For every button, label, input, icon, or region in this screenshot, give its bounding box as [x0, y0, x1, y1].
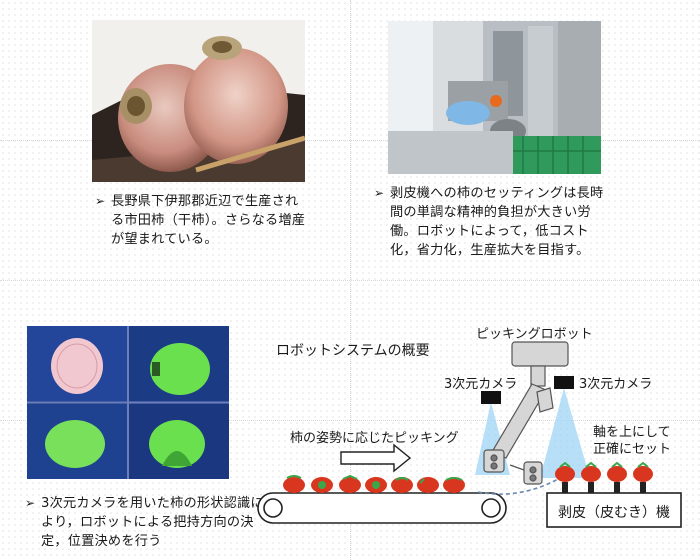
- set-label-line1: 軸を上にして: [593, 425, 671, 440]
- arrow-bullet-icon: ➢: [374, 186, 385, 200]
- transfer-path: [477, 477, 561, 495]
- diagram-title: ロボットシステムの概要: [276, 343, 430, 359]
- set-label-line2: 正確にセット: [593, 442, 672, 457]
- 3d-camera-right-icon: [554, 376, 574, 389]
- arrow-bullet-icon: ➢: [25, 496, 36, 510]
- picking-robot-label: ピッキングロボット: [476, 327, 593, 342]
- picking-label: 柿の姿勢に応じたピッキング: [290, 431, 459, 446]
- caption-bottom-left: ➢ 3次元カメラを用いた柿の形状認識により，ロボットによる把持方向の決定，位置決…: [25, 496, 264, 549]
- peeler-label: 剥皮（皮むき）機: [558, 505, 670, 521]
- peeling-machine-box: [546, 492, 682, 528]
- picking-robot: [483, 341, 569, 485]
- persimmon-set-row: [555, 461, 653, 494]
- conveyor-roller-right: [481, 498, 501, 518]
- 3d-camera-left-icon: [481, 391, 501, 404]
- dried-persimmon-photo: [92, 20, 305, 182]
- conveyor-belt: [257, 492, 507, 524]
- 3d-scan-photo: [27, 326, 229, 479]
- grid-line: [350, 0, 351, 560]
- camera-left-label: 3次元カメラ: [444, 377, 518, 392]
- picking-direction-arrow-icon: [340, 443, 412, 473]
- persimmon-row: [283, 474, 465, 493]
- peeling-machine-photo: [388, 21, 601, 174]
- camera-right-label: 3次元カメラ: [579, 377, 653, 392]
- caption-top-left: ➢ 長野県下伊那郡近辺で生産される市田柿（干柿）。さらなる増産が望まれている。: [95, 194, 306, 247]
- arrow-bullet-icon: ➢: [95, 194, 106, 208]
- conveyor-roller-left: [263, 498, 283, 518]
- camera-beam-right: [540, 388, 590, 478]
- caption-top-right: ➢ 剥皮機への柿のセッティングは長時間の単調な精神的負担が大きい労働。ロボットに…: [374, 186, 604, 258]
